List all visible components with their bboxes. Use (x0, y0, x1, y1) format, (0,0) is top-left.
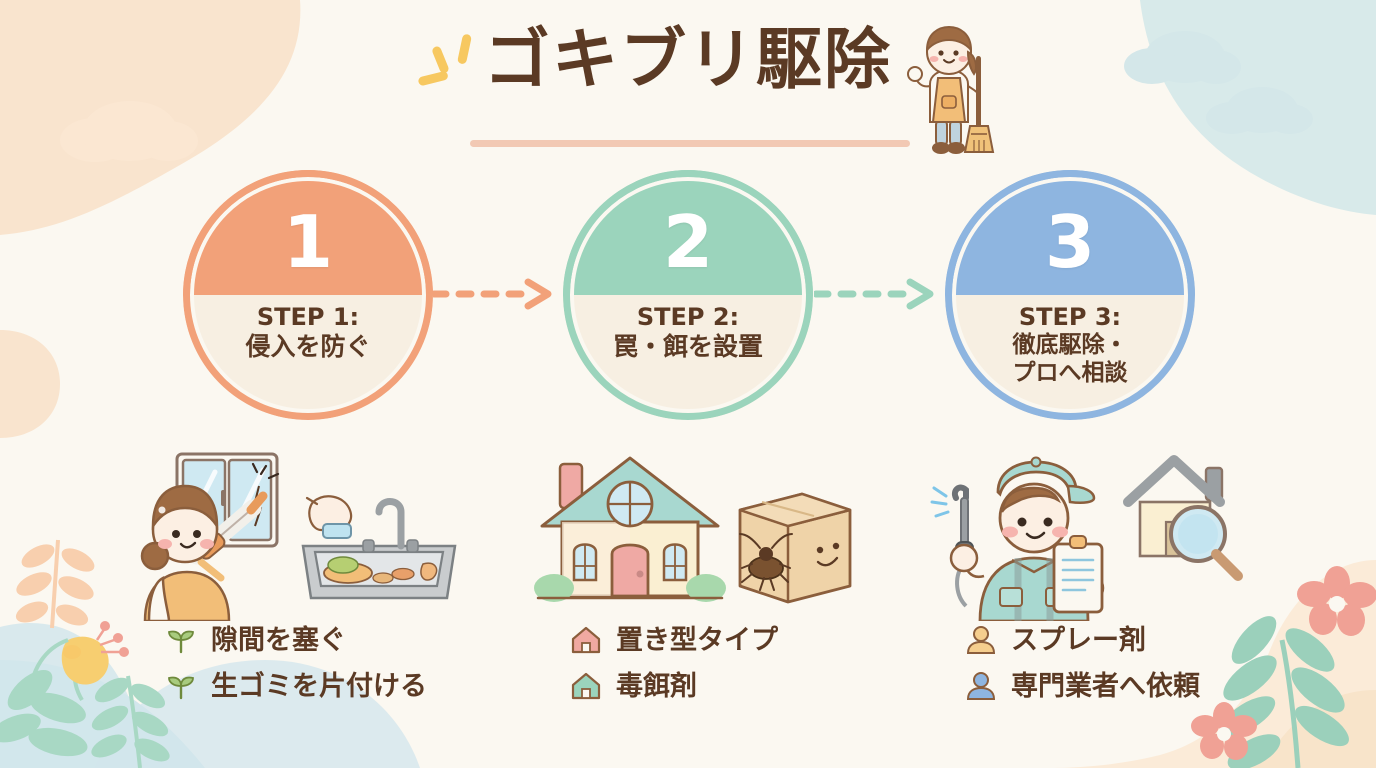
flower-pink-2 (1191, 702, 1257, 760)
step-2-text-panel: STEP 2: 罠・餌を設置 (563, 295, 813, 420)
clipboard-icon (1052, 535, 1104, 614)
bait-box-with-cockroach-icon (738, 492, 852, 604)
bullet-item[interactable]: 専門業者へ依頼 (965, 668, 1200, 704)
step-3-label: STEP 3: (1018, 303, 1122, 331)
illustration-step-1 (140, 452, 457, 621)
flower-pink-1 (1297, 566, 1376, 636)
bullet-list-step-3: スプレー剤 専門業者へ依頼 (965, 622, 1200, 714)
step-1-label: STEP 1: (256, 303, 360, 331)
hand-with-sponge-icon (305, 495, 353, 539)
cloud-blue-2 (1206, 87, 1313, 134)
step-2-subtitle: 罠・餌を設置 (612, 332, 763, 362)
step-circle-1[interactable]: 1 STEP 1: 侵入を防ぐ (183, 170, 433, 420)
bullet-label: スプレー剤 (1011, 624, 1146, 656)
title-row: ゴキブリ駆除 (0, 21, 1376, 98)
bullet-label: 隙間を塞ぐ (211, 624, 346, 656)
bullet-item[interactable]: 生ゴミを片付ける (165, 668, 427, 704)
bullet-label: 置き型タイプ (616, 624, 778, 656)
house-icon (571, 672, 601, 700)
title-underline (470, 140, 910, 147)
house-icon (571, 626, 601, 654)
house-illustration-icon (534, 456, 726, 602)
step-3-number: 3 (1044, 199, 1096, 284)
illustration-step-2 (534, 456, 852, 604)
bullet-list-step-2: 置き型タイプ 毒餌剤 (570, 622, 778, 714)
house-inspection-icon (1123, 455, 1243, 581)
person-icon (966, 626, 996, 654)
mascot-cleaning-woman-icon (907, 25, 995, 154)
page-title: ゴキブリ駆除 (484, 21, 892, 98)
bullet-item[interactable]: 隙間を塞ぐ (165, 622, 427, 658)
step-3-text-panel: STEP 3: 徹底駆除・ プロへ相談 (945, 295, 1195, 420)
step-3-number-panel: 3 (945, 170, 1195, 295)
cloud-peach-top-left (60, 101, 198, 162)
leaves-mint-left (0, 638, 88, 757)
hill-blue-left-2 (95, 660, 420, 768)
bullet-list-step-1: 隙間を塞ぐ 生ゴミを片付ける (165, 622, 427, 714)
step-1-number: 1 (282, 199, 334, 284)
seedling-icon (168, 676, 194, 700)
step-1-text-panel: STEP 1: 侵入を防ぐ (183, 295, 433, 420)
flower-yellow (61, 621, 129, 702)
sprig-peach-left (15, 539, 95, 629)
step-1-number-panel: 1 (183, 170, 433, 295)
step-2-number: 2 (662, 199, 714, 284)
person-icon (966, 672, 996, 700)
step-2-label: STEP 2: (636, 303, 740, 331)
step-circle-2[interactable]: 2 STEP 2: 罠・餌を設置 (563, 170, 813, 420)
bullet-item[interactable]: 毒餌剤 (570, 668, 778, 704)
arrow-step2-to-step3 (814, 278, 934, 310)
bullet-label: 専門業者へ依頼 (1011, 670, 1200, 702)
spray-sparkle-icon (930, 486, 950, 518)
bullet-label: 生ゴミを片付ける (211, 670, 427, 702)
sink-icon (301, 498, 457, 600)
steps-row: 1 STEP 1: 侵入を防ぐ 2 STEP 2: 罠・餌を設置 (0, 170, 1376, 420)
step-circle-3[interactable]: 3 STEP 3: 徹底駆除・ プロへ相談 (945, 170, 1195, 420)
sprig-mint-left (91, 675, 170, 768)
arrow-step1-to-step2 (432, 278, 552, 310)
sparkle-icon (418, 34, 472, 86)
bullet-label: 毒餌剤 (616, 670, 697, 702)
left-edge-peach-blob (0, 330, 60, 438)
broom-icon (963, 56, 995, 153)
step-2-number-panel: 2 (563, 170, 813, 295)
step-3-subtitle: 徹底駆除・ (1012, 332, 1128, 359)
seedling-icon (168, 630, 194, 654)
bullet-item[interactable]: スプレー剤 (965, 622, 1200, 658)
step-3-subtitle-2: プロへ相談 (1012, 359, 1128, 386)
branch-mint-right (1220, 616, 1349, 768)
step-1-subtitle: 侵入を防ぐ (245, 332, 371, 362)
cloud-blue-1 (1124, 31, 1241, 84)
illustration-step-3 (930, 455, 1243, 621)
woman-sealing-gaps-icon (140, 484, 231, 621)
bullet-item[interactable]: 置き型タイプ (570, 622, 778, 658)
